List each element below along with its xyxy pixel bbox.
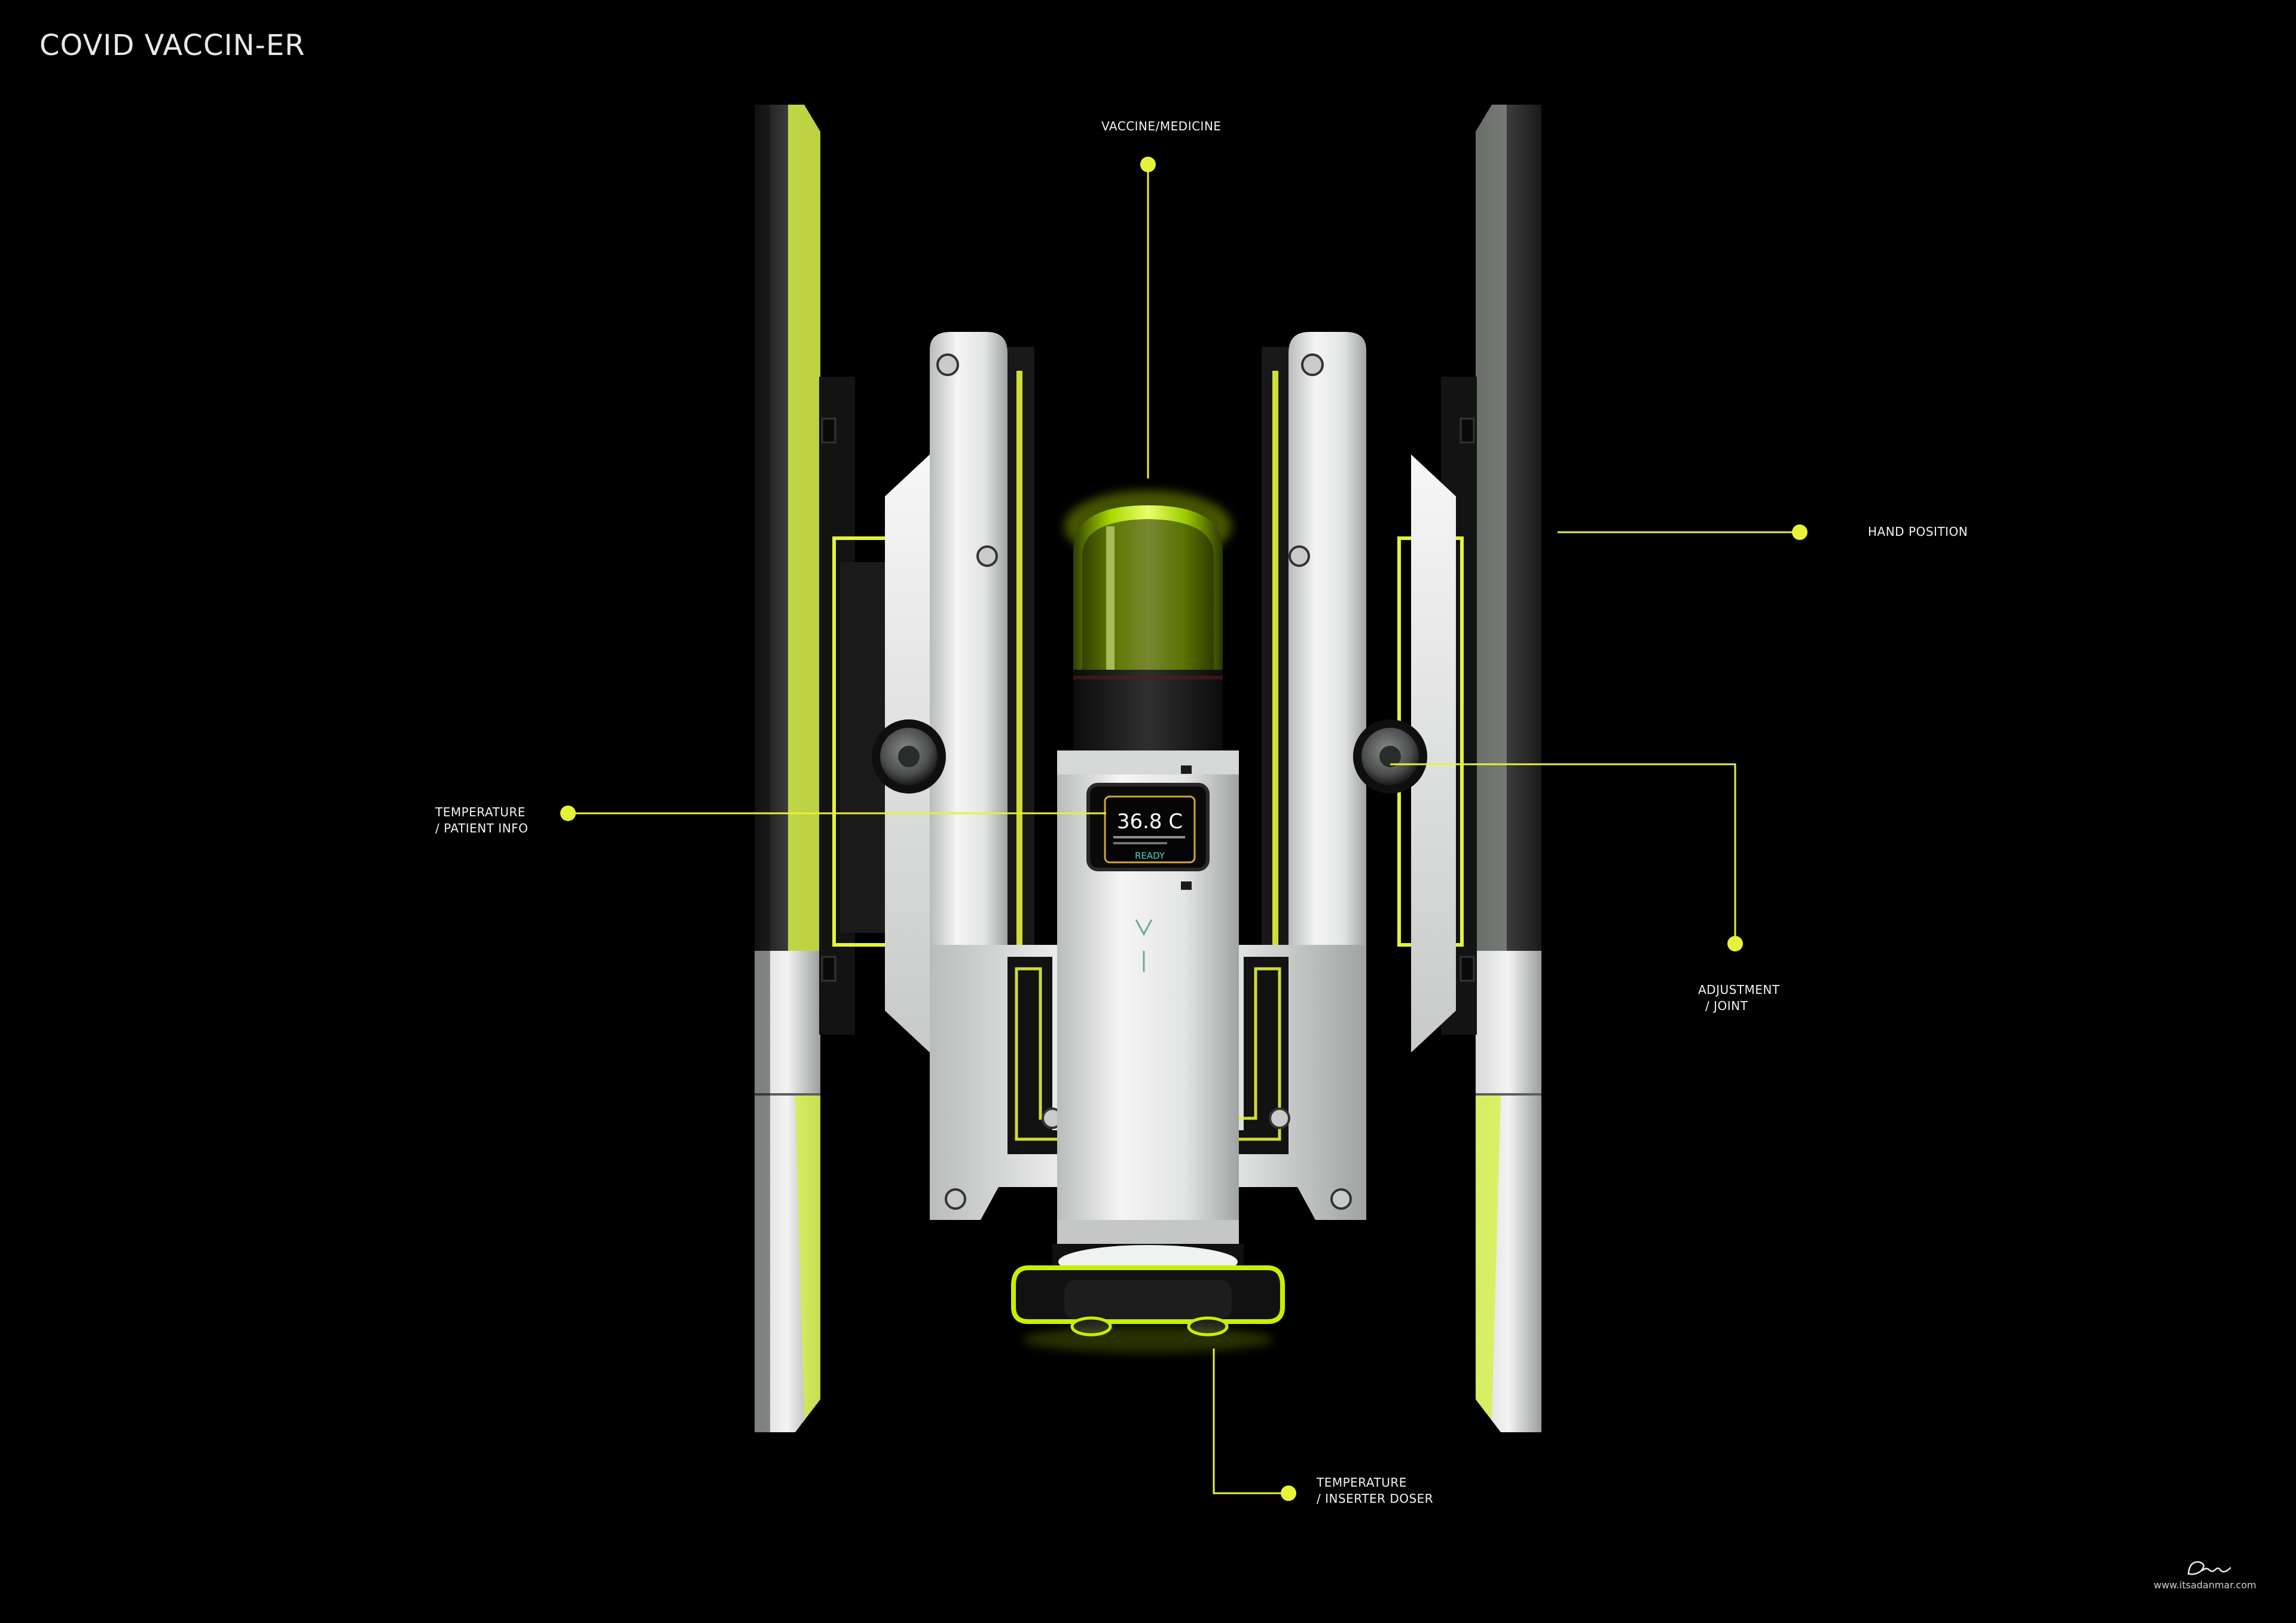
left-side-frame [819,377,899,1035]
page-title: COVID VACCIN-ER [39,29,306,62]
vaccine-vial [1064,490,1232,751]
artist-signature [2187,1561,2231,1575]
right-arm [1262,332,1456,1052]
adjust-dot [1727,936,1743,951]
inserter-base [1011,1265,1285,1353]
screen-status: READY [1135,850,1165,861]
left-arm [885,332,1034,1052]
callout-temp-patient-line-2: / PATIENT INFO [435,821,529,835]
temp-doser-dot [1281,1485,1296,1501]
temp-doser-leader [1213,1349,1289,1494]
right-adjustment-knob [1353,719,1427,794]
callout-vaccine-line: VACCINE/MEDICINE [1101,119,1222,133]
device-screen: 36.8 C READY [1086,783,1210,871]
adjust-leader [1390,763,1736,944]
left-adjustment-knob [872,719,946,794]
callout-temp-doser-line-2: / INSERTER DOSER [1317,1491,1434,1506]
callout-hand-line: HAND POSITION [1868,524,1968,539]
callout-lines [568,164,1800,1494]
callout-dots [560,157,1808,1501]
left-grip-panel [755,105,820,1432]
callout-hand-position: HAND POSITION [1868,524,1968,540]
hand-dot [1792,524,1808,540]
callout-temperature-inserter-doser: TEMPERATURE / INSERTER DOSER [1317,1475,1433,1507]
callout-vaccine-medicine: VACCINE/MEDICINE [1101,118,1222,135]
callout-adjust-line-1: ADJUSTMENT [1698,983,1780,997]
temp-patient-dot [560,806,576,821]
vaccine-dot [1140,157,1156,172]
callout-temp-doser-line-1: TEMPERATURE [1317,1475,1407,1490]
callout-temp-patient-line-1: TEMPERATURE [435,805,526,819]
screen-temperature: 36.8 C [1117,810,1183,834]
callout-temperature-patient-info: TEMPERATURE / PATIENT INFO [435,804,528,837]
callout-adjustment-joint: ADJUSTMENT / JOINT [1698,982,1780,1014]
right-grip-panel [1476,105,1541,1432]
callout-adjust-line-2: / JOINT [1705,999,1748,1013]
artist-website: www.itsadanmar.com [2154,1579,2257,1591]
